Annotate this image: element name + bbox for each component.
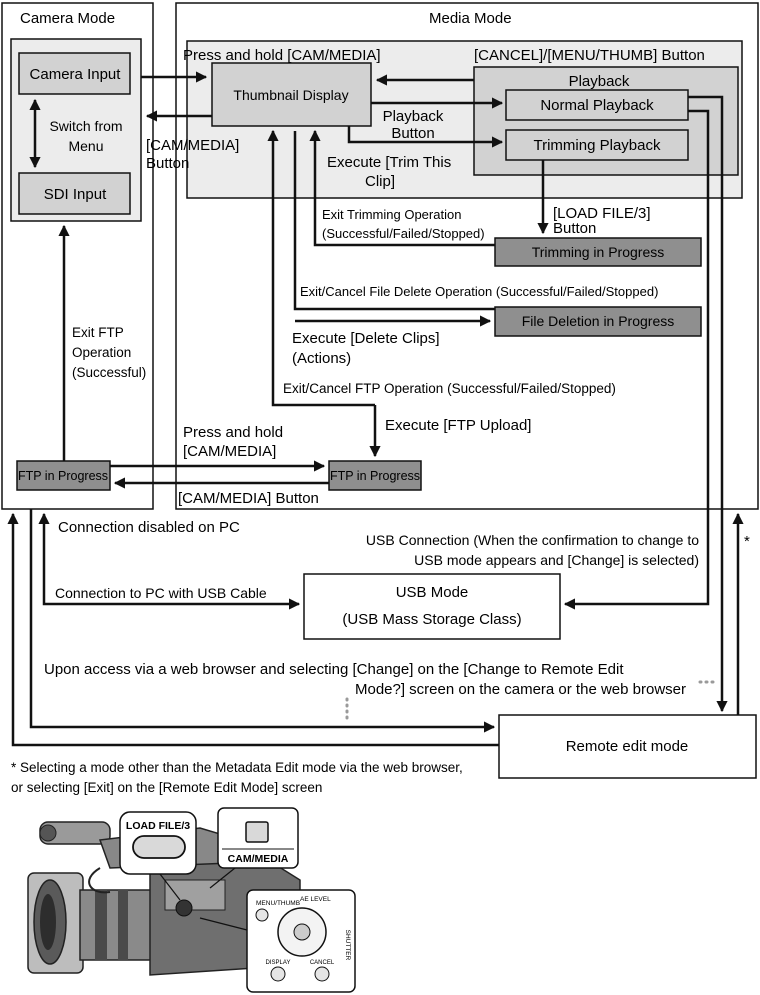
label-usb-connection-1: USB Connection (When the confirmation to… bbox=[366, 532, 699, 548]
sdi-input-label: SDI Input bbox=[44, 186, 107, 203]
label-exit-ftp-3: (Successful) bbox=[72, 365, 146, 380]
sdi-input-box bbox=[18, 172, 131, 215]
ftp-media-label: FTP in Progress bbox=[330, 469, 420, 483]
label-web-browser-1: Upon access via a web browser and select… bbox=[44, 661, 624, 678]
cam-media-callout: CAM/MEDIA bbox=[209, 807, 299, 889]
ftp-camera-box bbox=[16, 460, 111, 491]
file-deletion-box bbox=[494, 306, 702, 337]
label-press-hold-bottom-1: Press and hold bbox=[183, 424, 283, 441]
usb-mode-label-2: (USB Mass Storage Class) bbox=[342, 611, 521, 628]
label-usb-connection-2: USB mode appears and [Change] is selecte… bbox=[414, 552, 699, 568]
label-web-browser-2: Mode?] screen on the camera or the web b… bbox=[355, 681, 686, 698]
panel-menu-thumb-text: MENU/THUMB bbox=[256, 900, 300, 907]
label-connection-disabled: Connection disabled on PC bbox=[58, 519, 240, 536]
label-exit-trimming-2: (Successful/Failed/Stopped) bbox=[322, 226, 485, 241]
label-playback-button-1: Playback bbox=[383, 108, 444, 125]
label-playback-button-2: Button bbox=[391, 125, 434, 142]
camera-input-box bbox=[18, 52, 131, 95]
file-deletion-label: File Deletion in Progress bbox=[522, 313, 675, 329]
normal-playback-label: Normal Playback bbox=[540, 97, 654, 114]
dotted-markers bbox=[345, 680, 718, 724]
switch-from-menu-line2: Menu bbox=[68, 138, 103, 154]
menu-thumb-button bbox=[255, 908, 269, 922]
cancel-button bbox=[314, 966, 330, 982]
footnote-line1: * Selecting a mode other than the Metada… bbox=[11, 760, 463, 775]
label-exit-cancel-delete: Exit/Cancel File Delete Operation (Succe… bbox=[300, 284, 658, 299]
remote-edit-box bbox=[498, 714, 757, 779]
thumbnail-display-label: Thumbnail Display bbox=[233, 87, 348, 103]
control-panel-callout: MENU/THUMB AE LEVEL SHUTTER DISPLAY CANC… bbox=[199, 889, 356, 993]
thumbnail-display-box bbox=[211, 62, 372, 127]
label-execute-delete-1: Execute [Delete Clips] bbox=[292, 330, 440, 347]
label-cam-media-left-1: [CAM/MEDIA] bbox=[146, 137, 239, 154]
media-mode-title: Media Mode bbox=[429, 10, 512, 27]
usb-mode-box bbox=[303, 573, 561, 640]
panel-shutter-text: SHUTTER bbox=[344, 930, 351, 961]
display-button bbox=[270, 966, 286, 982]
label-press-hold-top: Press and hold [CAM/MEDIA] bbox=[183, 47, 381, 64]
label-cancel-menu-thumb: [CANCEL]/[MENU/THUMB] Button bbox=[474, 47, 705, 64]
label-cam-media-left-2: Button bbox=[146, 155, 189, 172]
panel-display-text: DISPLAY bbox=[266, 960, 291, 966]
label-cam-media-bottom: [CAM/MEDIA] Button bbox=[178, 490, 319, 507]
camera-input-label: Camera Input bbox=[30, 66, 122, 83]
playback-group-label: Playback bbox=[569, 73, 630, 90]
trimming-playback-box bbox=[505, 129, 689, 161]
callout-cam-media-text: CAM/MEDIA bbox=[228, 853, 289, 865]
label-exit-ftp-1: Exit FTP bbox=[72, 325, 124, 340]
arrows bbox=[7, 71, 744, 747]
panel-ae-level-text: AE LEVEL bbox=[300, 896, 331, 903]
label-press-hold-bottom-2: [CAM/MEDIA] bbox=[183, 443, 276, 460]
dpad-inner bbox=[293, 923, 311, 941]
label-asterisk: * bbox=[744, 533, 750, 550]
ftp-media-box bbox=[328, 460, 422, 491]
footnote-line2: or selecting [Exit] on the [Remote Edit … bbox=[11, 780, 322, 795]
load-file-callout: LOAD FILE/3 bbox=[119, 811, 197, 901]
label-exit-trimming-1: Exit Trimming Operation bbox=[322, 207, 461, 222]
cam-media-button-shape bbox=[245, 821, 269, 843]
label-connection-usb-cable: Connection to PC with USB Cable bbox=[55, 585, 267, 601]
normal-playback-box bbox=[505, 89, 689, 121]
load-file-button-shape bbox=[132, 835, 186, 859]
switch-from-menu-line1: Switch from bbox=[49, 118, 122, 134]
camera-mode-title: Camera Mode bbox=[20, 10, 115, 27]
panel-cancel-text: CANCEL bbox=[310, 960, 335, 966]
label-execute-delete-2: (Actions) bbox=[292, 350, 351, 367]
label-execute-trim-1: Execute [Trim This bbox=[327, 154, 451, 171]
trimming-playback-label: Trimming Playback bbox=[534, 137, 661, 154]
remote-edit-label: Remote edit mode bbox=[566, 738, 689, 755]
usb-mode-label-1: USB Mode bbox=[396, 584, 469, 601]
ftp-camera-label: FTP in Progress bbox=[18, 469, 108, 483]
label-exit-cancel-ftp: Exit/Cancel FTP Operation (Successful/Fa… bbox=[283, 381, 616, 396]
label-load-file-1: [LOAD FILE/3] bbox=[553, 205, 651, 222]
trimming-in-progress-box bbox=[494, 237, 702, 267]
label-execute-ftp: Execute [FTP Upload] bbox=[385, 417, 531, 434]
callout-load-file-text: LOAD FILE/3 bbox=[126, 820, 190, 832]
trimming-in-progress-label: Trimming in Progress bbox=[532, 244, 665, 260]
label-exit-ftp-2: Operation bbox=[72, 345, 131, 360]
label-execute-trim-2: Clip] bbox=[365, 173, 395, 190]
label-load-file-2: Button bbox=[553, 220, 596, 237]
